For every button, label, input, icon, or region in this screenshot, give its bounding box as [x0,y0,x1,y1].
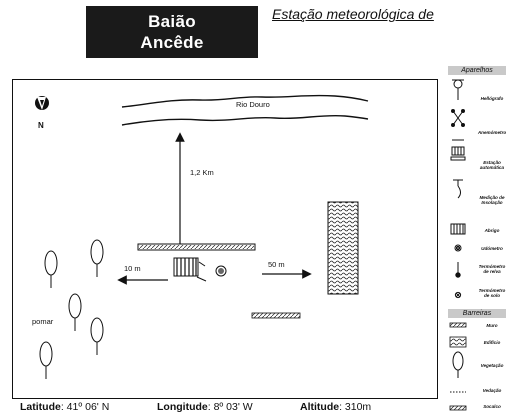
rain-gauge-icon [215,265,227,277]
orchard-trees [39,239,104,379]
river-distance-label: 1,2 Km [190,168,214,177]
rain-gauge-icon [454,244,462,252]
tree-icon [90,239,104,277]
left-distance-label: 10 m [124,264,141,273]
altitude: Altitude: 310m [300,401,371,413]
tree-icon [90,317,104,355]
location-name-line2: Ancêde [140,33,204,52]
terrace-icon [449,405,467,411]
devices-header: Aparelhos [448,66,506,75]
tree-icon [39,341,53,379]
legend-building-label: Edifício [483,340,501,345]
legend-fence-label: Vedação [482,388,502,393]
building-icon [449,336,467,348]
terrace-barrier [251,312,301,319]
longitude: Longitude: 8º 03' W [157,401,253,413]
insolation-icon [453,179,463,199]
altitude-value: : 310m [339,401,372,413]
altitude-label: Altitude [300,401,340,413]
legend-panel: Aparelhos [446,66,508,416]
legend-terrace-label: Socalco [483,404,501,409]
right-distance-label: 50 m [268,260,285,269]
river-douro [121,94,369,126]
shelter-icon [173,257,207,282]
location-name-line1: Baião [148,12,196,31]
legend-anemometer-label: Anemómetro [477,130,507,135]
barriers-header: Barreiras [448,309,506,318]
river-label: Rio Douro [236,100,270,109]
site-map [12,79,438,399]
legend-soil-thermometer-label: Termómetro de solo [478,288,506,298]
wall-barrier-pattern [139,245,254,249]
north-label: N [38,121,44,130]
anemometer-icon [451,109,465,127]
longitude-value: : 8º 03' W [207,401,253,413]
latitude-label: Latitude [20,401,61,413]
tree-icon [44,250,58,288]
latitude-value: : 41º 06' N [60,401,110,413]
site-map-drawing [35,94,369,379]
north-arrow-icon [35,96,49,110]
legend-wall-label: Muro [486,323,498,328]
legend-rain-gauge-label: Udómetro [481,246,503,251]
shelter-icon [450,223,466,235]
wall-icon [449,322,467,328]
orchard-label: pomar [32,317,54,326]
tree-icon [68,293,82,331]
tree-icon [452,351,464,378]
legend-heliograph-label: Hellógrafo [480,96,504,101]
grass-thermometer-icon [455,262,461,278]
legend-vegetation-label: Vegetação [480,363,504,368]
legend-insolation-label: Medição de Insolação [479,195,505,205]
building-barrier [327,201,359,295]
longitude-label: Longitude [157,401,208,413]
legend-grass-thermometer-label: Termómetro de relva [478,264,506,274]
automatic-station-icon [450,139,466,161]
location-banner: Baião Ancêde [86,6,258,58]
legend-automatic-station-label: Estação automática [479,160,505,170]
legend-shelter-label: Abrigo [484,228,500,233]
legend-symbols [449,79,467,411]
soil-thermometer-icon [454,291,462,299]
heliograph-icon [452,79,464,100]
station-title: Estação meteorológica de [272,6,434,22]
latitude: Latitude: 41º 06' N [20,401,109,413]
